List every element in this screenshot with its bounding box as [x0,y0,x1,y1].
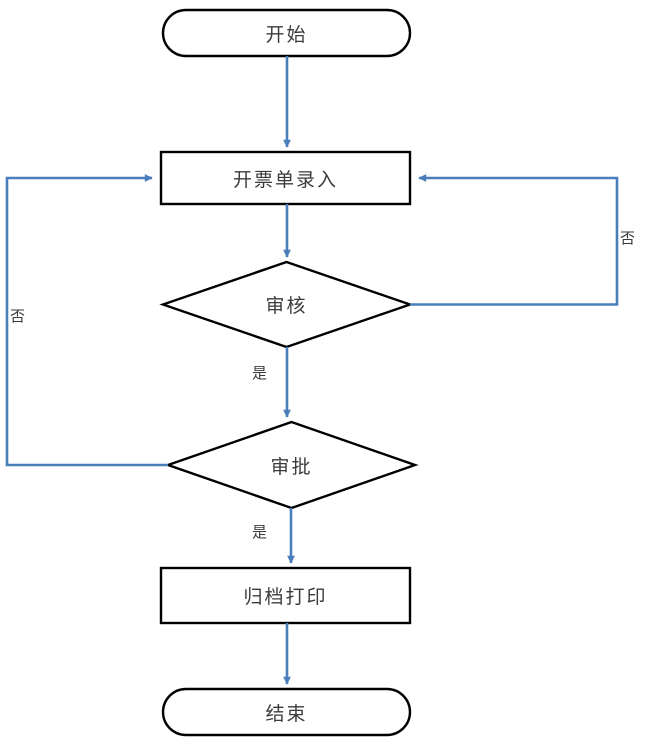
shape-archive-process[interactable] [159,566,412,625]
shape-review-decision[interactable] [159,260,414,349]
shape-approve-decision[interactable] [164,420,419,510]
shape-end-terminator[interactable] [161,687,412,737]
shape-start-terminator[interactable] [161,8,412,58]
connector-approve-no-to-entry [5,174,168,467]
shape-entry-process[interactable] [159,150,412,206]
connector-review-no-to-entry [410,174,619,306]
